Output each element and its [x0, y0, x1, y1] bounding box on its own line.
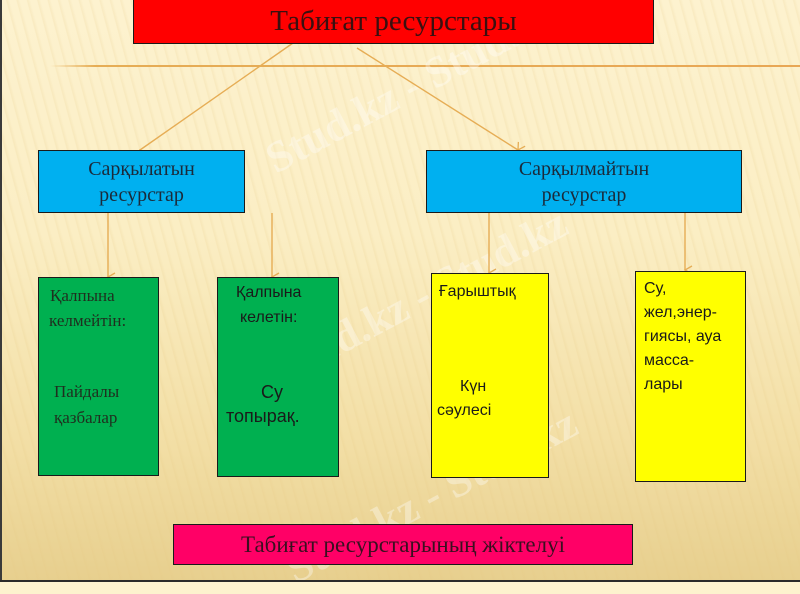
- classification-caption-box: Табиғат ресурстарының жіктелуі: [173, 524, 633, 565]
- climatic-line-3: гиясы, ауа: [644, 328, 722, 345]
- diagram-title: Табиғат ресурстары: [270, 4, 517, 37]
- arrow-title-to-exhaustible: [139, 42, 294, 159]
- decorative-horizontal-line: [50, 65, 800, 67]
- exhaustible-line1: Сарқылатын: [88, 157, 195, 180]
- renewable-heading-1: Қалпына: [236, 284, 302, 301]
- climatic-line-4: масса-: [644, 352, 695, 369]
- nonrenewable-heading-1: Қалпына: [50, 286, 115, 305]
- inexhaustible-line2: ресурстар: [541, 183, 627, 206]
- diagram-title-box: Табиғат ресурстары: [133, 0, 654, 44]
- inexhaustible-line1: Сарқылмайтын: [518, 157, 650, 180]
- bottom-border: [0, 580, 800, 582]
- renewable-box: Қалпына келетін: Су топырақ.: [217, 277, 339, 477]
- cosmic-item-1: Күн: [460, 378, 487, 395]
- nonrenewable-box: Қалпына келмейтін: Пайдалы қазбалар: [38, 277, 159, 476]
- nonrenewable-heading-2: келмейтін:: [49, 311, 127, 330]
- left-border: [0, 0, 2, 582]
- cosmic-heading: Ғарыштық: [439, 283, 516, 300]
- nonrenewable-item-1: Пайдалы: [54, 382, 120, 401]
- exhaustible-line2: ресурстар: [99, 183, 184, 206]
- climatic-line-2: жел,энер-: [644, 304, 717, 321]
- inexhaustible-resources-box: Сарқылмайтын ресурстар: [426, 150, 742, 213]
- cosmic-resources-box: Ғарыштық Күн сәулесі: [431, 273, 549, 478]
- arrow-title-to-inexhaustible: [356, 47, 526, 152]
- climatic-line-1: Су,: [644, 280, 667, 297]
- climatic-line-5: лары: [644, 376, 683, 393]
- climatic-resources-box: Су, жел,энер- гиясы, ауа масса- лары: [635, 271, 746, 482]
- renewable-heading-2: келетін:: [240, 309, 298, 326]
- exhaustible-resources-box: Сарқылатын ресурстар: [38, 150, 245, 213]
- renewable-item-2: топырақ.: [226, 406, 300, 426]
- nonrenewable-item-2: қазбалар: [54, 408, 118, 427]
- classification-caption: Табиғат ресурстарының жіктелуі: [240, 531, 566, 557]
- cosmic-item-2: сәулесі: [437, 402, 492, 419]
- renewable-item-1: Су: [261, 382, 283, 402]
